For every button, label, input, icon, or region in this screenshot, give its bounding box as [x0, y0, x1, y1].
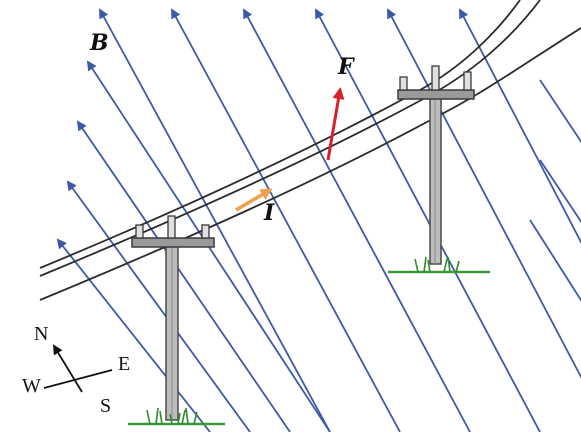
right-utility-pole — [397, 65, 475, 265]
field-line — [66, 180, 251, 432]
left-utility-pole — [131, 215, 215, 421]
magnetic-field-lines — [56, 8, 581, 432]
grass-left — [128, 407, 225, 426]
force-arrow — [326, 87, 345, 161]
west-east-axis — [43, 369, 113, 389]
field-label-B: B — [89, 30, 109, 56]
compass-south: S — [100, 395, 111, 417]
grass-right — [388, 256, 490, 274]
field-line — [76, 120, 291, 432]
wire-top-2 — [39, 0, 541, 277]
field-line — [529, 219, 581, 302]
field-line — [387, 8, 581, 379]
field-line — [539, 79, 581, 144]
wire-bottom — [39, 27, 581, 301]
compass-east: E — [118, 353, 130, 375]
north-arrow — [52, 344, 83, 393]
wire-top-1 — [39, 0, 521, 269]
compass-west: W — [22, 375, 41, 397]
current-label-I: I — [263, 200, 275, 226]
current-arrow — [235, 188, 273, 212]
field-line — [459, 8, 581, 245]
force-label-F: F — [337, 54, 355, 80]
compass: N E W S — [22, 323, 130, 417]
field-line — [315, 8, 541, 432]
field-line — [56, 238, 211, 432]
compass-north: N — [34, 323, 48, 345]
field-line — [171, 8, 401, 432]
field-line — [243, 8, 471, 432]
field-line — [99, 8, 331, 432]
field-line — [539, 159, 581, 224]
